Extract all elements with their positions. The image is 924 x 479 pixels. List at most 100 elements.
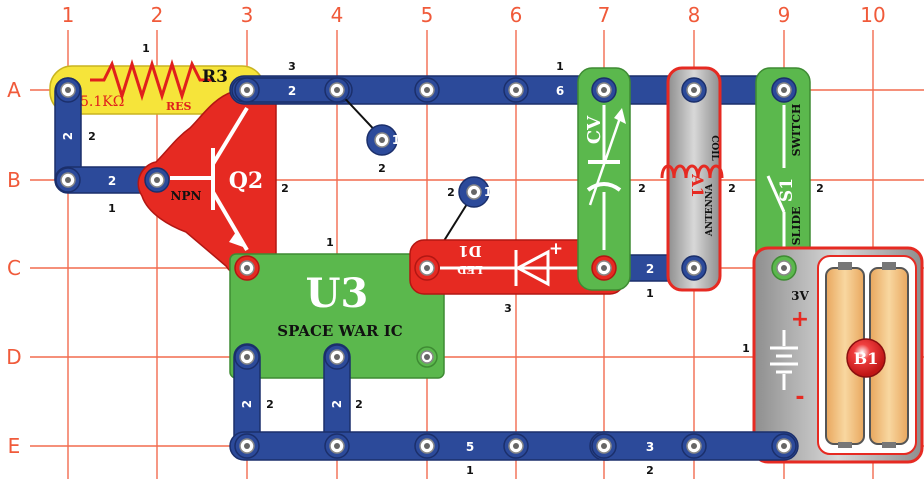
transistor-type: NPN — [171, 189, 202, 203]
snap-stud[interactable] — [591, 77, 617, 103]
battery-voltage: 3V — [791, 289, 809, 303]
snap-stud[interactable] — [681, 255, 707, 281]
emitter-arrow-icon — [229, 232, 246, 248]
battery-id: B1 — [854, 349, 879, 368]
resistor-name: RES — [166, 100, 192, 113]
wire-a3-a4[interactable]: 2 3 — [231, 60, 353, 103]
snap-stud[interactable] — [414, 255, 440, 281]
diode-triangle-icon — [514, 249, 550, 287]
snap-stud[interactable] — [681, 433, 707, 459]
led-name: LED — [457, 263, 483, 276]
wire-level: 2 — [355, 398, 363, 411]
tuning-arrow-icon — [588, 111, 624, 206]
wire-length: 2 — [288, 84, 296, 98]
snap-stud[interactable] — [503, 433, 529, 459]
snap-stud[interactable] — [324, 344, 350, 370]
single-snap-b4[interactable]: 1 2 — [336, 89, 400, 175]
row-label: E — [8, 434, 21, 458]
switch-sub: SLIDE — [790, 207, 803, 246]
wire-length: 2 — [646, 262, 654, 276]
wire-length: 1 — [484, 185, 492, 199]
snap-stud[interactable] — [503, 77, 529, 103]
snap-studs — [55, 77, 797, 459]
coil-level: 2 — [728, 182, 736, 195]
snap-stud[interactable] — [55, 77, 81, 103]
resistor-id: R3 — [202, 67, 228, 87]
column-label: 7 — [598, 3, 611, 27]
snap-stud[interactable] — [234, 433, 260, 459]
snap-stud[interactable] — [144, 167, 170, 193]
capacitor-id: CV — [584, 115, 605, 144]
wire-length: 2 — [240, 400, 254, 408]
switch-id: S1 — [777, 178, 797, 202]
wire-length: 1 — [392, 133, 400, 147]
snap-stud[interactable] — [414, 77, 440, 103]
snap-stud[interactable] — [681, 77, 707, 103]
snap-stud[interactable] — [324, 77, 350, 103]
led-d1[interactable]: + D1 LED 3 — [409, 239, 625, 315]
switch-name: SWITCH — [790, 104, 803, 157]
row-label: C — [7, 256, 21, 280]
column-label: 1 — [62, 3, 75, 27]
coil-name: ANTENNA — [705, 183, 715, 237]
coil-id: A1 — [688, 173, 707, 198]
column-label: 4 — [331, 3, 344, 27]
row-label: B — [7, 168, 21, 192]
antenna-coil-a1[interactable]: A1 ANTENNA COIL 2 — [660, 66, 736, 292]
transistor-level: 2 — [281, 182, 289, 195]
snap-stud[interactable] — [234, 344, 260, 370]
column-label: 8 — [688, 3, 701, 27]
wire-level: 1 — [646, 287, 654, 300]
led-id: D1 — [458, 242, 481, 260]
wire-d3-e3[interactable]: 2 2 — [233, 343, 274, 459]
row-label: A — [7, 78, 21, 102]
snap-stud[interactable] — [771, 433, 797, 459]
resistor-level: 1 — [142, 42, 150, 55]
snap-stud[interactable] — [591, 255, 617, 281]
column-label: 5 — [421, 3, 434, 27]
capacitor-level: 2 — [638, 182, 646, 195]
wire-length: 2 — [108, 174, 116, 188]
column-label: 10 — [860, 3, 885, 27]
battery-plus-sign: + — [791, 307, 809, 332]
variable-capacitor-cv[interactable]: CV 2 — [577, 67, 646, 291]
column-label: 3 — [241, 3, 254, 27]
wire-level: 1 — [556, 60, 564, 73]
wire-level: 2 — [378, 162, 386, 175]
snap-stud[interactable] — [771, 77, 797, 103]
ic-u3[interactable]: U3 SPACE WAR IC 1 — [229, 236, 445, 379]
transistor-id: Q2 — [229, 168, 263, 194]
column-label: 6 — [510, 3, 523, 27]
snap-stud[interactable] — [591, 433, 617, 459]
snap-stud[interactable] — [771, 255, 797, 281]
snap-stud[interactable] — [234, 255, 260, 281]
transistor-q2[interactable]: Q2 NPN 2 — [137, 83, 289, 280]
coil-sub: COIL — [709, 135, 719, 161]
ic-id: U3 — [306, 270, 369, 317]
wire-level: 3 — [288, 60, 296, 73]
snap-stud[interactable] — [324, 433, 350, 459]
wire-length: 5 — [466, 440, 474, 454]
battery-b1[interactable]: B1 3V + - 1 — [742, 246, 924, 464]
wire-length: 2 — [330, 400, 344, 408]
snap-stud[interactable] — [416, 346, 438, 368]
slide-switch-s1[interactable]: S1 SWITCH SLIDE 2 — [755, 67, 824, 291]
column-label: 9 — [778, 3, 791, 27]
wire-level: 2 — [447, 186, 455, 199]
switch-lever-icon — [766, 175, 786, 213]
wire-length: 3 — [646, 440, 654, 454]
snap-stud[interactable] — [55, 167, 81, 193]
wire-length: 2 — [61, 132, 75, 140]
wire-level: 2 — [266, 398, 274, 411]
resistor-zigzag-icon — [90, 58, 212, 102]
resistor-r3[interactable]: R3 5.1KΩ RES 1 — [49, 42, 265, 115]
snap-stud[interactable] — [414, 433, 440, 459]
battery-minus-sign: - — [795, 385, 804, 410]
led-level: 3 — [504, 302, 512, 315]
column-label: 2 — [151, 3, 164, 27]
led-plus-sign: + — [549, 239, 563, 259]
switch-level: 2 — [816, 182, 824, 195]
wire-level: 1 — [108, 202, 116, 215]
snap-stud[interactable] — [234, 77, 260, 103]
